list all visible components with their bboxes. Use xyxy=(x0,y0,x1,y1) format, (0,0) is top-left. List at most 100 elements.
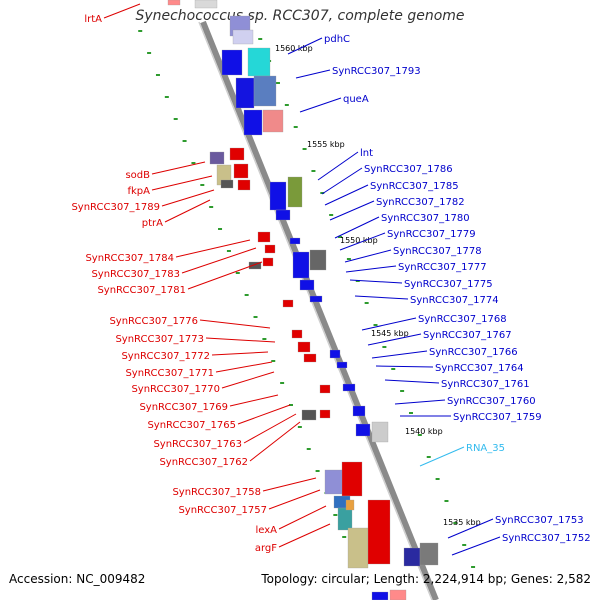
gene-block xyxy=(269,181,287,211)
gene-label[interactable]: SynRCC307_1764 xyxy=(435,363,524,374)
gene-label[interactable]: SynRCC307_1762 xyxy=(159,457,248,468)
gene-block xyxy=(235,77,255,109)
tick-dot xyxy=(342,536,347,538)
gene-label[interactable]: SynRCC307_1770 xyxy=(131,384,220,395)
gene-label[interactable]: RNA_35 xyxy=(466,443,505,454)
tick-dot xyxy=(462,544,467,546)
gene-label[interactable]: SynRCC307_1766 xyxy=(429,347,518,358)
gene-block xyxy=(257,231,271,243)
gene-block xyxy=(337,507,353,531)
leader-line xyxy=(295,69,331,79)
gene-label[interactable]: SynRCC307_1774 xyxy=(410,295,499,306)
gene-block xyxy=(220,179,234,189)
gene-block xyxy=(303,353,317,363)
gene-label[interactable]: argF xyxy=(255,543,277,554)
tick-dot xyxy=(306,448,311,450)
tick-dot xyxy=(444,500,449,502)
gene-label[interactable]: SynRCC307_1775 xyxy=(404,279,493,290)
leader-line xyxy=(394,399,446,405)
gene-label[interactable]: SynRCC307_1767 xyxy=(423,330,512,341)
gene-label[interactable]: SynRCC307_1780 xyxy=(381,213,470,224)
gene-label[interactable]: SynRCC307_1760 xyxy=(447,396,536,407)
gene-block xyxy=(319,409,331,419)
gene-label[interactable]: SynRCC307_1757 xyxy=(178,505,267,516)
gene-label[interactable]: SynRCC307_1784 xyxy=(85,253,174,264)
tick-dot xyxy=(271,360,276,362)
gene-label[interactable]: SynRCC307_1772 xyxy=(121,351,210,362)
gene-label[interactable]: SynRCC307_1752 xyxy=(502,533,591,544)
tick-dot xyxy=(218,228,223,230)
gene-label[interactable]: SynRCC307_1763 xyxy=(153,439,242,450)
gene-label[interactable]: SynRCC307_1769 xyxy=(139,402,228,413)
gene-label[interactable]: SynRCC307_1768 xyxy=(418,314,507,325)
gene-label[interactable]: SynRCC307_1779 xyxy=(387,229,476,240)
gene-block xyxy=(324,469,344,495)
gene-block xyxy=(229,147,245,161)
gene-block xyxy=(329,349,341,359)
gene-label[interactable]: SynRCC307_1758 xyxy=(172,487,261,498)
tick-dot xyxy=(138,30,143,32)
left-labels: lrtA sodB fkpA SynRCC307_1789 ptrA SynRC… xyxy=(71,14,277,554)
leader-line xyxy=(181,247,257,274)
gene-label[interactable]: SynRCC307_1789 xyxy=(71,202,160,213)
gene-label[interactable]: SynRCC307_1786 xyxy=(364,164,453,175)
leader-line xyxy=(161,189,215,207)
gene-block xyxy=(262,109,284,133)
gene-label[interactable]: SynRCC307_1785 xyxy=(370,181,459,192)
gene-block xyxy=(319,384,331,394)
gene-label[interactable]: SynRCC307_1781 xyxy=(97,285,186,296)
gene-label[interactable]: SynRCC307_1778 xyxy=(393,246,482,257)
gene-label[interactable]: SynRCC307_1782 xyxy=(376,197,465,208)
leader-line xyxy=(345,265,397,273)
gene-label[interactable]: SynRCC307_1793 xyxy=(332,66,421,77)
gene-label[interactable]: queA xyxy=(343,94,369,105)
gene-block xyxy=(367,499,391,565)
gene-label[interactable]: SynRCC307_1761 xyxy=(441,379,530,390)
leader-line xyxy=(299,97,342,113)
tick-dot xyxy=(453,522,458,524)
gene-label[interactable]: SynRCC307_1771 xyxy=(125,368,214,379)
gene-label[interactable]: SynRCC307_1753 xyxy=(495,515,584,526)
gene-label[interactable]: fkpA xyxy=(128,186,151,197)
tick-dot xyxy=(293,126,298,128)
gene-label[interactable]: SynRCC307_1783 xyxy=(91,269,180,280)
tick-dot xyxy=(315,470,320,472)
gene-label[interactable]: lrtA xyxy=(84,14,102,25)
gene-label[interactable]: ptrA xyxy=(142,218,163,229)
gene-label[interactable]: SynRCC307_1765 xyxy=(147,420,236,431)
genome-backbone-highlight xyxy=(198,21,433,600)
leader-line xyxy=(371,350,428,359)
gene-label[interactable]: pdhC xyxy=(324,34,350,45)
tick-dot xyxy=(262,338,267,340)
tick-dot xyxy=(297,426,302,428)
gene-label[interactable]: SynRCC307_1777 xyxy=(398,262,487,273)
tick-dot xyxy=(226,250,231,252)
tick-dot xyxy=(382,346,387,348)
gene-label[interactable]: lnt xyxy=(360,148,373,159)
tick-dot xyxy=(320,192,325,194)
tick-dot xyxy=(147,52,152,54)
gene-label[interactable]: lexA xyxy=(255,525,277,536)
gene-label[interactable]: sodB xyxy=(125,170,150,181)
gene-block xyxy=(403,547,421,567)
gene-label[interactable]: SynRCC307_1773 xyxy=(115,334,204,345)
gene-features xyxy=(167,0,439,600)
gene-label[interactable]: SynRCC307_1776 xyxy=(109,316,198,327)
leader-line xyxy=(321,167,363,195)
tick-dot xyxy=(235,272,240,274)
tick-dot xyxy=(333,514,338,516)
gene-block xyxy=(209,151,225,165)
gene-block xyxy=(301,409,317,421)
tick-dot xyxy=(182,140,187,142)
right-labels: pdhC SynRCC307_1793 queA lnt SynRCC307_1… xyxy=(324,34,591,544)
tick-dot xyxy=(209,206,214,208)
gene-label[interactable]: SynRCC307_1759 xyxy=(453,412,542,423)
gene-block xyxy=(248,261,262,270)
tick-dot xyxy=(391,368,396,370)
tick-dot xyxy=(355,280,360,282)
tick-dot xyxy=(164,96,169,98)
leader-lines xyxy=(103,3,501,556)
leader-line xyxy=(349,279,403,284)
leader-line xyxy=(187,261,263,290)
tick-dot xyxy=(346,258,351,260)
